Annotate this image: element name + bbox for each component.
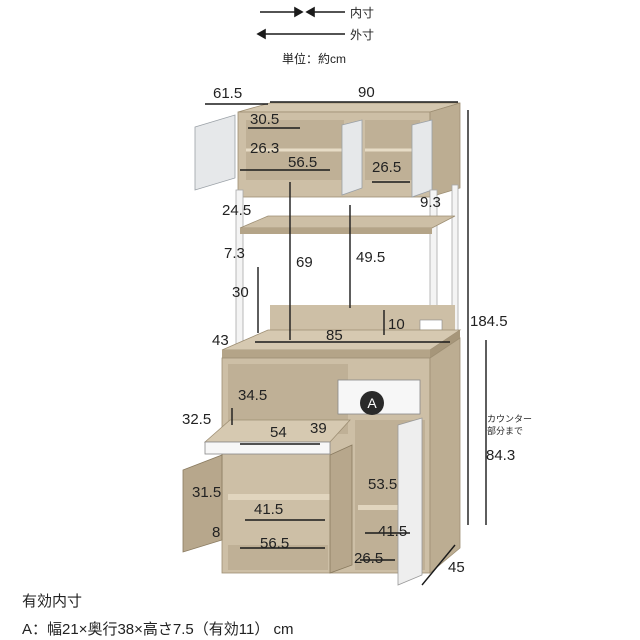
dim-lower-open-h: 34.5 [238,387,267,404]
dim-side-space: 30 [232,284,249,301]
legend-arrows [256,6,345,40]
lower-door-mid [329,444,353,574]
dim-top-width: 90 [358,84,375,101]
footer-line: A：幅21×奥行38×高さ7.5（有効11） cm [22,621,294,638]
dim-open-height: 69 [296,254,313,271]
drawer-a-badge-circle [360,391,384,415]
footer-title: 有効内寸 [22,593,83,610]
dim-counter-gap: 10 [388,316,405,333]
dim-upper-right-w: 26.5 [372,159,401,176]
lower-cabinet-side [429,337,461,574]
upper-door-mid [341,119,363,196]
outlet [419,319,443,331]
dim-slide-depth: 32.5 [182,411,211,428]
dim-plinth: 8 [212,524,220,541]
dimension-lines [205,101,487,586]
dim-counter-height: 84.3 [486,447,515,464]
slide-shelf-front [204,441,331,455]
lower-door-right [397,417,423,586]
upper-door-right [411,119,433,198]
dim-total-depth: 45 [448,559,465,576]
counter-side [430,330,460,358]
dim-total-height: 184.5 [470,313,508,330]
dim-upper-right-gap: 9.3 [420,194,441,211]
counter-note-line-2: 部分まで [487,425,523,436]
plinth [228,545,328,570]
dim-open-inner-h: 49.5 [356,249,385,266]
dim-left-cab-h: 31.5 [192,484,221,501]
lower-right-shelf [358,505,422,510]
legend-inner: 内寸 [350,6,375,20]
dim-upper-inner-w: 56.5 [288,154,317,171]
dim-slide-inner: 39 [310,420,327,437]
dim-left-cab-w: 41.5 [254,501,283,518]
counter-edge [222,350,430,358]
dim-right-bottom-w: 26.5 [354,550,383,567]
dim-right-inner-w: 41.5 [378,523,407,540]
dim-upper-shelf-w: 30.5 [250,111,279,128]
dim-shelf-gap: 24.5 [222,202,251,219]
dim-bottom-width: 56.5 [260,535,289,552]
dim-upper-shelf-h: 26.3 [250,140,279,157]
lower-door-left [182,454,223,553]
dim-right-inner-h: 53.5 [368,476,397,493]
drawer-a-badge: A [367,395,377,411]
dim-top-depth: 61.5 [213,85,242,102]
upper-cabinet-side [429,102,461,198]
dim-shelf-pitch: 7.3 [224,245,245,262]
lower-left-shelf [228,494,338,500]
counter-note-line-1: カウンター [487,414,532,424]
dim-counter-width: 85 [326,327,343,344]
middle-shelf-edge [240,228,432,234]
dim-slide-width: 54 [270,424,287,441]
middle-shelf [239,215,456,229]
dim-counter-depth: 43 [212,332,229,349]
legend-unit: 単位：約cm [282,52,346,66]
upper-door-left [194,114,236,191]
legend-outer: 外寸 [350,28,375,42]
